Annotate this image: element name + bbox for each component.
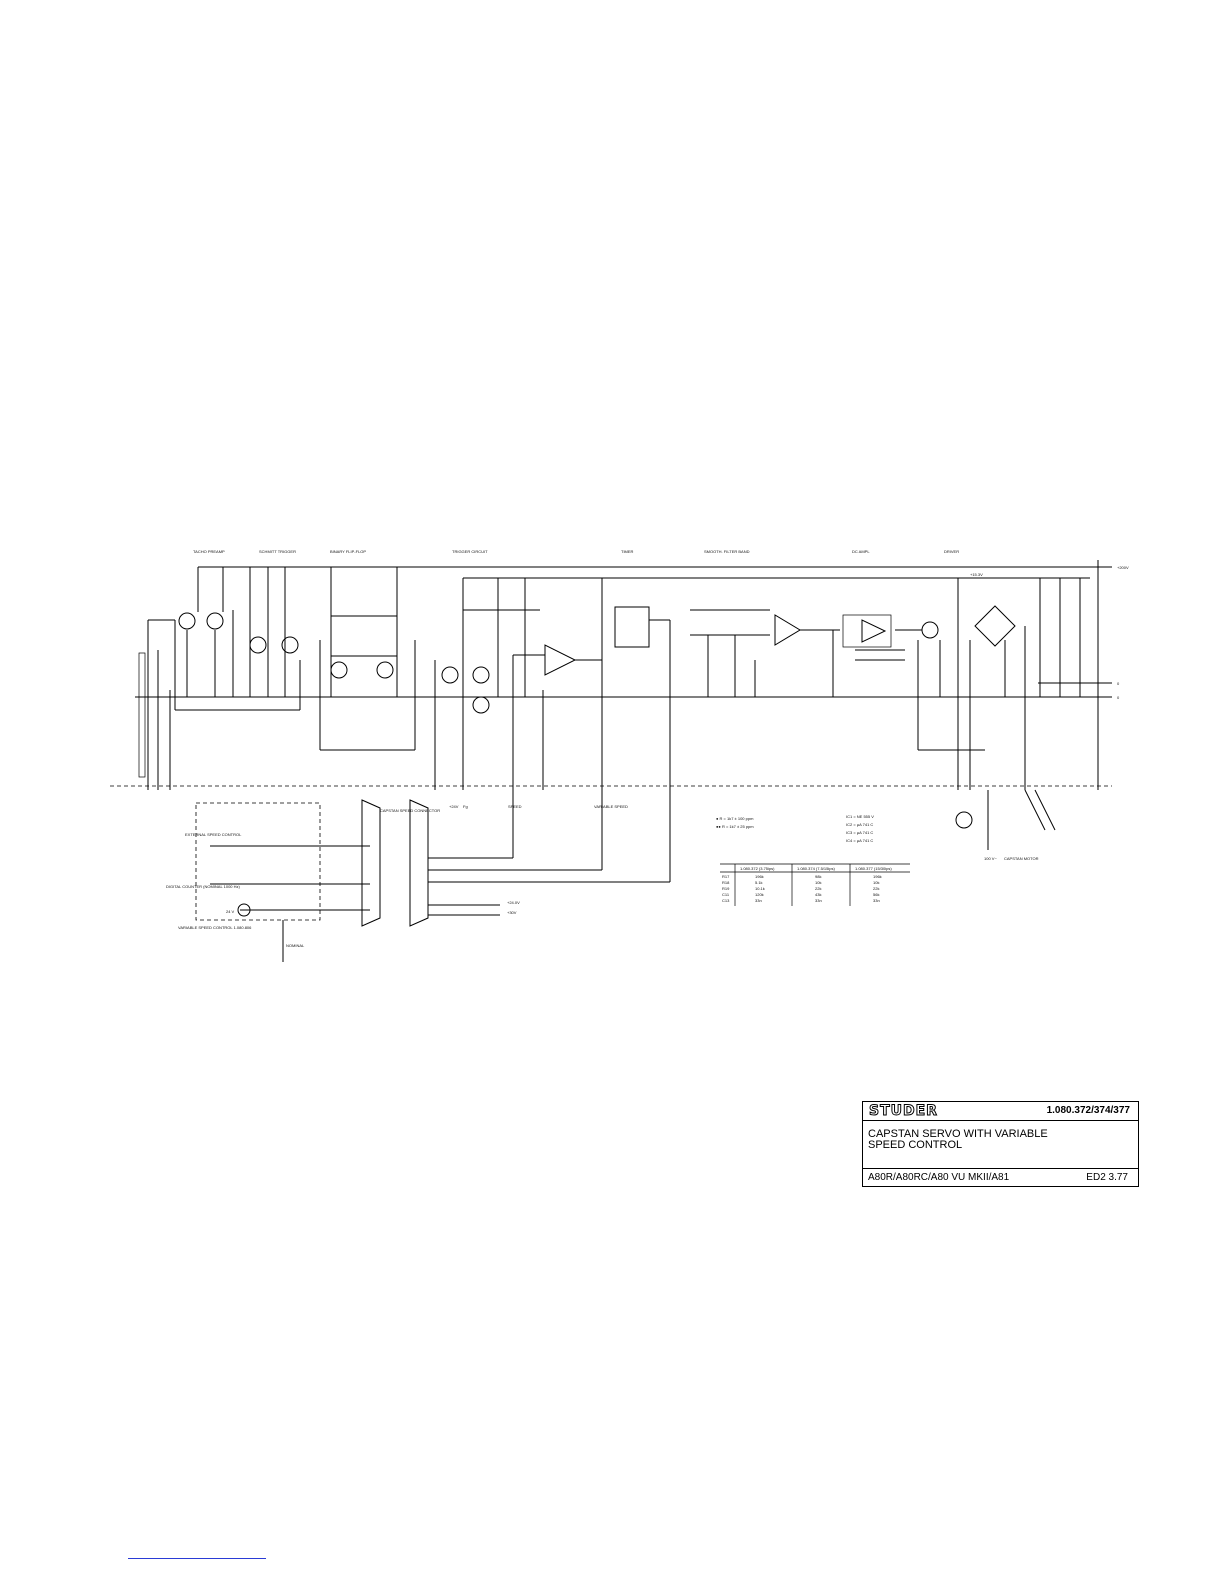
variable-speed-title: VARIABLE SPEED CONTROL 1.080.806: [178, 925, 252, 930]
svg-text:196k: 196k: [873, 874, 882, 879]
svg-text:43k: 43k: [815, 892, 821, 897]
rail-200v-label: +200V: [1117, 565, 1129, 570]
note-ic2: IC2 = µA 741 C: [846, 822, 873, 827]
svg-text:10k: 10k: [815, 880, 821, 885]
svg-text:C13: C13: [722, 898, 730, 903]
document-number: 1.080.372/374/377: [1046, 1105, 1130, 1116]
supply-30-label: +30V: [507, 910, 517, 915]
lamp-voltage-label: 24 V: [226, 909, 235, 914]
resistor-notes: ● R = 1k7 ± 100 ppm ●● R = 1k7 ± 25 ppm …: [716, 814, 874, 843]
note-r-100ppm: ● R = 1k7 ± 100 ppm: [716, 816, 754, 821]
note-ic4: IC4 = µA 741 C: [846, 838, 873, 843]
external-speed-control-label: EXTERNAL SPEED CONTROL: [185, 832, 242, 837]
model-list: A80R/A80RC/A80 VU MKII/A81: [868, 1172, 1010, 1183]
timer-ic1: [601, 578, 671, 790]
nominal-label: NOMINAL: [286, 943, 305, 948]
dc-ampl-ic4: [832, 614, 905, 697]
connector-speed: SPEED: [508, 804, 522, 809]
digital-counter-label: DIGITAL COUNTER (NOMINAL 1000 Hz): [166, 884, 241, 889]
svg-text:196k: 196k: [755, 874, 764, 879]
supply-24-label: +24.0V: [507, 900, 520, 905]
section-headings: TACHO PREAMP SCHMITT TRIGGER BINARY FLIP…: [193, 549, 959, 554]
motor-voltage-label: 100 V~: [984, 856, 997, 861]
svg-text:R19: R19: [722, 886, 730, 891]
svg-text:10k: 10k: [873, 880, 879, 885]
section-tacho-preamp: TACHO PREAMP: [193, 549, 225, 554]
svg-text:33n: 33n: [873, 898, 880, 903]
title-block-title: CAPSTAN SERVO WITH VARIABLE SPEED CONTRO…: [863, 1120, 1138, 1169]
section-binary-flip-flop: BINARY FLIP-FLOP: [330, 549, 366, 554]
tacho-preamp: [174, 567, 301, 711]
section-driver: DRIVER: [944, 549, 959, 554]
rail-0b-label: 0: [1117, 695, 1120, 700]
connector-variable-speed: VARIABLE SPEED: [594, 804, 628, 809]
table-row: R17 196k 98k 196k: [722, 874, 882, 879]
section-schmitt-trigger: SCHMITT TRIGGER: [259, 549, 296, 554]
ic2-opamp: [512, 578, 602, 790]
speed-variant-table: 1.080.372 (3.75ips) 1.080.374 (7.5/15ips…: [720, 863, 910, 906]
studer-logo: STUDER: [869, 1103, 938, 1120]
title-block: STUDER 1.080.372/374/377 CAPSTAN SERVO W…: [862, 1101, 1139, 1187]
svg-text:22k: 22k: [815, 886, 821, 891]
svg-text:R18: R18: [722, 880, 730, 885]
svg-text:120k: 120k: [755, 892, 764, 897]
connector-capstan-motor: CAPSTAN MOTOR: [1004, 856, 1039, 861]
table-header-377: 1.080.377 (15/30ips): [855, 866, 892, 871]
rail-15v-label: +15.3V: [970, 572, 983, 577]
svg-text:33n: 33n: [815, 898, 822, 903]
note-ic1: IC1 = NE 555 V: [846, 814, 874, 819]
table-row: R18 5.1k 10k 10k: [722, 880, 879, 885]
footer-link-line: [128, 1558, 266, 1559]
smoothing-filter: [690, 609, 840, 697]
section-timer: TIMER: [621, 549, 634, 554]
variable-speed-control: EXTERNAL SPEED CONTROL CAPSTAN SPEED CON…: [166, 790, 671, 962]
svg-text:98k: 98k: [815, 874, 821, 879]
table-row: R19 10.1k 22k 22k: [722, 886, 879, 891]
power-rails: +200V +15.3V 0 0: [135, 565, 1129, 700]
svg-text:5.1k: 5.1k: [755, 880, 763, 885]
bottom-connector-labels: +24V Fg SPEED VARIABLE SPEED CAPSTAN MOT…: [449, 804, 1039, 861]
title-block-footer: A80R/A80RC/A80 VU MKII/A81 ED2 3.77: [863, 1168, 1138, 1188]
edition: ED2 3.77: [1086, 1172, 1128, 1183]
section-trigger-circuit: TRIGGER CIRCUIT: [452, 549, 488, 554]
svg-text:R17: R17: [722, 874, 730, 879]
left-input-block: [138, 619, 175, 790]
table-header-374: 1.080.374 (7.5/15ips): [797, 866, 835, 871]
svg-text:56k: 56k: [873, 892, 879, 897]
connector-24v: +24V: [449, 804, 459, 809]
capstan-motor-block: 100 V~: [955, 789, 1056, 861]
section-smoothing-filter: SMOOTH. FILTER BAND: [704, 549, 750, 554]
section-dc-ampl: DC AMPL: [852, 549, 870, 554]
svg-text:33n: 33n: [755, 898, 762, 903]
svg-text:22k: 22k: [873, 886, 879, 891]
note-r-25ppm: ●● R = 1k7 ± 25 ppm: [716, 824, 754, 829]
driver-stage: [895, 560, 1099, 790]
trigger-circuit: [414, 578, 540, 790]
table-header-372: 1.080.372 (3.75ips): [740, 866, 775, 871]
table-row: C13 33n 33n 33n: [722, 898, 880, 903]
title-block-header: STUDER 1.080.372/374/377: [863, 1102, 1138, 1121]
drawing-title: CAPSTAN SERVO WITH VARIABLE SPEED CONTRO…: [868, 1128, 1048, 1151]
svg-text:C11: C11: [722, 892, 730, 897]
binary-flip-flop: [319, 567, 415, 751]
note-ic3: IC3 = µA 741 C: [846, 830, 873, 835]
svg-text:10.1k: 10.1k: [755, 886, 765, 891]
rail-0-label: 0: [1117, 681, 1120, 686]
connector-fg: Fg: [463, 804, 468, 809]
table-row: C11 120k 43k 56k: [722, 892, 879, 897]
schmitt-trigger: [249, 567, 299, 697]
